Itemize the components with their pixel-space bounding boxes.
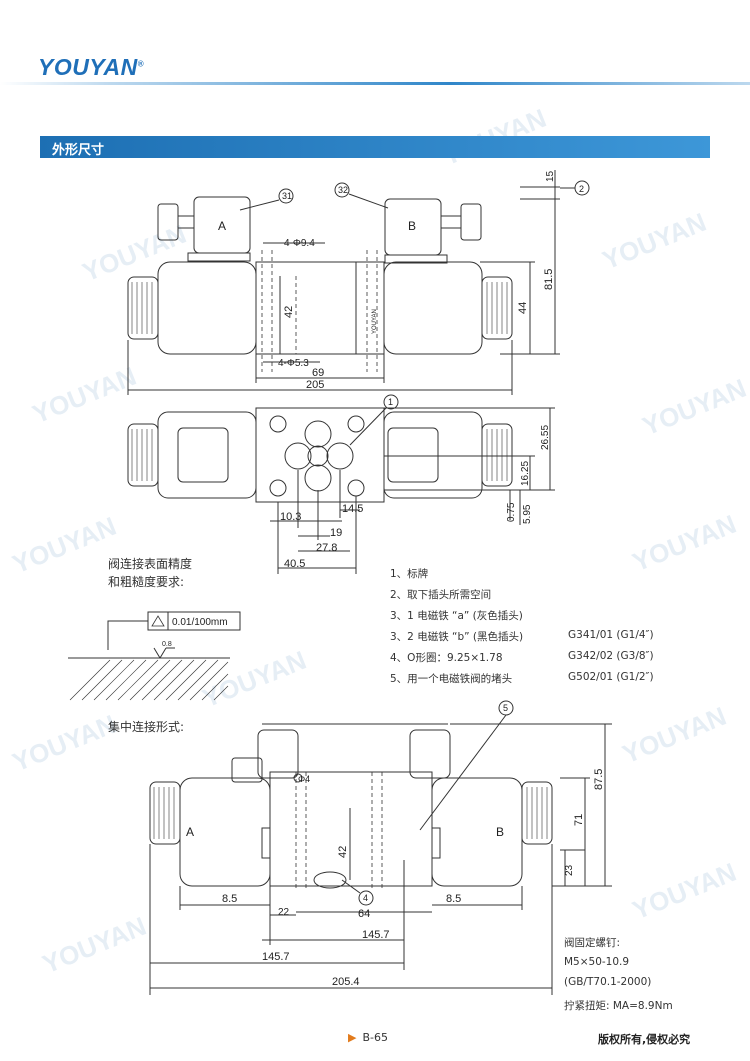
copyright-notice: 版权所有,侵权必究: [598, 1033, 691, 1046]
balloon-1-label: 1: [388, 397, 393, 407]
dim-71: 71: [573, 814, 585, 826]
balloon-4: [358, 890, 374, 906]
connector-b-cap: [460, 203, 482, 241]
dim-81-5: 81.5: [543, 269, 555, 290]
dim-40-5: 40.5: [284, 558, 305, 570]
surface-title-line2: 和粗糙度要求:: [108, 575, 185, 589]
dim-15: 15: [545, 170, 556, 182]
page-number-text: B-65: [362, 1031, 388, 1044]
surface-title-line1: 阀连接表面精度: [108, 557, 193, 571]
dim-22: 22: [278, 907, 290, 918]
dim-27-8: 27.8: [316, 542, 337, 554]
dim-19: 19: [330, 527, 342, 539]
legend-item-1: 1、标牌: [390, 568, 429, 580]
balloon-32: [334, 182, 350, 198]
header-divider: [0, 82, 750, 85]
dim-44: 44: [517, 302, 529, 314]
centralized-a-label: A: [186, 825, 194, 839]
dim-8-5-right: 8.5: [446, 893, 461, 905]
section-title: 外形尺寸: [52, 143, 105, 158]
dim-14-5: 14.5: [342, 503, 363, 515]
dim-145-7-right: 145.7: [362, 929, 390, 941]
dim-205: 205: [306, 379, 324, 391]
dim-hole-bottom: 4-Φ5.3: [278, 358, 309, 369]
legend-item-3: 3、1 电磁铁 “a” (灰色插头): [390, 610, 523, 622]
top-view: [127, 170, 590, 395]
plan-view: [127, 394, 555, 574]
centralized-title: 集中连接形式:: [108, 720, 185, 734]
balloon-2-label: 2: [579, 184, 584, 194]
manual-override-a: [127, 276, 159, 340]
dim-phi4: Φ4: [298, 774, 310, 784]
dim-0-75: 0.75: [506, 502, 517, 522]
flatness-value: 0.01/100mm: [172, 617, 228, 628]
balloon-1: [383, 394, 399, 410]
dim-23: 23: [564, 864, 575, 876]
legend-code-1: G341/01 (G1/4″): [568, 629, 654, 641]
registered-mark: ®: [137, 59, 145, 69]
brand-logo: YOUYAN®: [38, 54, 144, 81]
dim-69: 69: [312, 367, 324, 379]
solenoid-a-label: A: [218, 219, 226, 233]
dim-205-4: 205.4: [332, 976, 360, 988]
legend-item-6: 5、用一个电磁铁阀的堵头: [390, 673, 513, 685]
legend-item-4: 3、2 电磁铁 “b” (黑色插头): [390, 631, 524, 643]
connector-a-cap: [157, 203, 179, 241]
dim-26-55: 26.55: [540, 425, 551, 450]
section-header: 外形尺寸: [40, 136, 710, 158]
valve-body: [255, 261, 385, 355]
dim-hole-top: 4-Φ9.4: [284, 238, 315, 249]
screw-note-line3: (GB/T70.1-2000): [564, 976, 652, 988]
roughness-value: 0.8: [162, 641, 172, 648]
logo-text: YOUYAN: [38, 54, 138, 80]
balloon-32-label: 32: [338, 185, 348, 195]
legend-item-2: 2、取下插头所需空间: [390, 589, 492, 601]
dim-8-5-left: 8.5: [222, 893, 237, 905]
legend-code-2: G342/02 (G3/8″): [568, 650, 654, 662]
balloon-4-label: 4: [363, 893, 368, 903]
dim-145-7-left: 145.7: [262, 951, 290, 963]
dim-16-25: 16.25: [520, 461, 531, 486]
balloon-5-label: 5: [503, 703, 508, 713]
balloon-31-label: 31: [282, 191, 292, 201]
manual-override-b: [481, 276, 513, 340]
solenoid-body-a: [157, 261, 257, 355]
screw-note-line4: 拧紧扭矩: MA=8.9Nm: [564, 1000, 673, 1012]
mounting-face: [255, 407, 385, 503]
dim-5-95: 5.95: [522, 504, 533, 524]
solenoid-b-label: B: [408, 219, 416, 233]
surface-spec: [68, 611, 241, 701]
dim-64: 64: [358, 908, 370, 920]
page-marker-icon: ▶: [348, 1031, 357, 1044]
dim-10-3: 10.3: [280, 511, 301, 523]
body-label: YOUYAN: [372, 309, 378, 334]
centralized-b-label: B: [496, 825, 504, 839]
balloon-31: [278, 188, 294, 204]
page-number: ▶ B-65: [348, 1031, 388, 1044]
dim-42-top: 42: [283, 306, 295, 318]
solenoid-body-b: [383, 261, 483, 355]
centralized-view: [149, 700, 612, 995]
legend-item-5: 4、O形圈：9.25×1.78: [390, 652, 503, 664]
legend-code-3: G502/01 (G1/2″): [568, 671, 654, 683]
dim-87-5: 87.5: [593, 769, 605, 790]
screw-note-line2: M5×50-10.9: [564, 956, 630, 968]
dim-42-bottom: 42: [337, 846, 349, 858]
screw-note-line1: 阀固定螺钉:: [564, 937, 621, 949]
